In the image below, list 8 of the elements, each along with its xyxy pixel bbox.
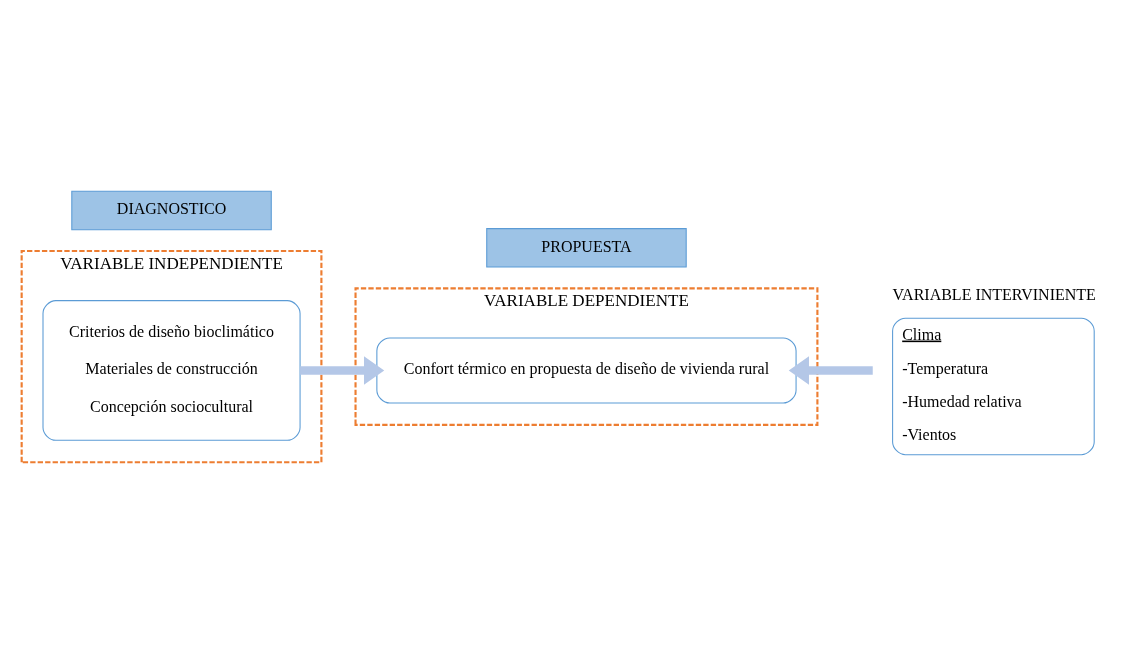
node-box: PROPUESTA (486, 227, 687, 268)
node-box: Criterios de diseño bioclimático Materiales de construcción Concepción sociocultural (42, 299, 301, 441)
node-label: VARIABLE INTERVINIENTE (892, 285, 1096, 303)
arrow (788, 355, 873, 385)
node-box: DIAGNOSTICO (71, 190, 272, 230)
node-box: Clima -Temperatura -Humedad relativa -Vientos (892, 317, 1095, 455)
node-box: Confort térmico en propuesta de diseño de vivienda rural (376, 336, 797, 404)
arrow (300, 355, 385, 385)
